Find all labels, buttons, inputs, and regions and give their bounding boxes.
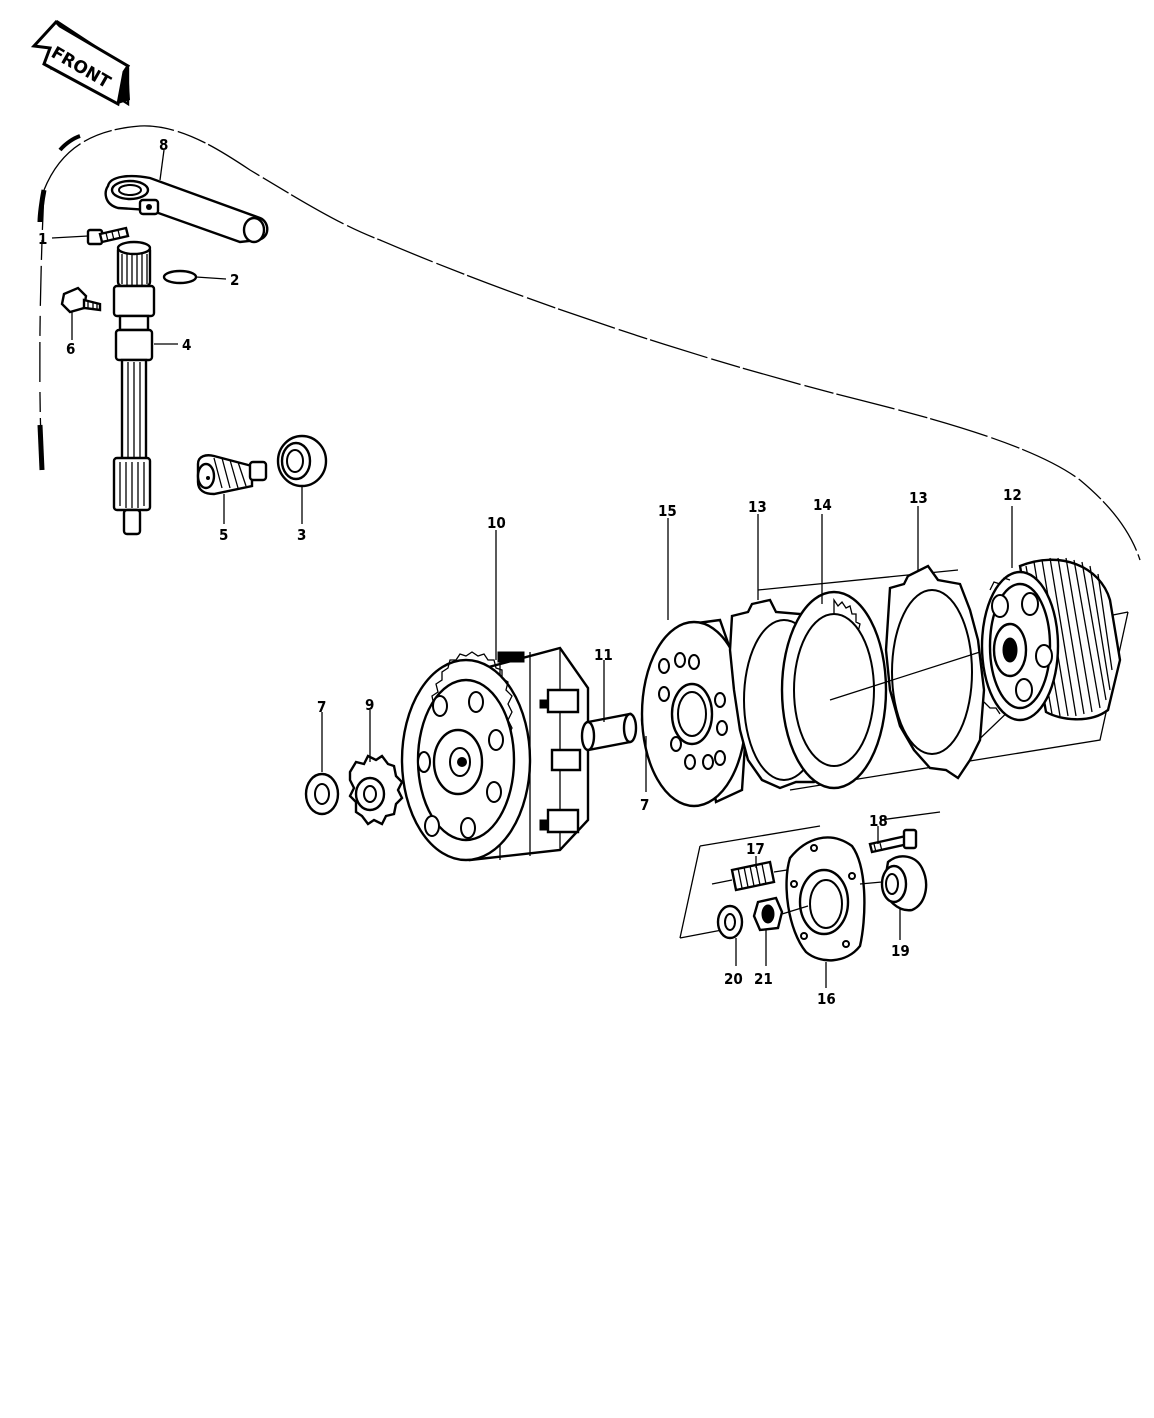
callout-6: 6: [66, 340, 75, 358]
callout-13-left: 13: [748, 498, 767, 516]
adjusting-screw: [60, 286, 102, 314]
clutch-plates: [728, 564, 1129, 791]
callout-19: 19: [891, 942, 910, 960]
callout-1: 1: [38, 230, 47, 248]
callouts: 1 2 3 4 5 6 7 7 8 9 10 11 12 13 13 14 15…: [38, 136, 1022, 1008]
crankcase-outline: [43, 125, 1141, 561]
primary-gear: [348, 754, 404, 826]
outline-shade-2: [37, 424, 45, 471]
callout-18: 18: [869, 812, 888, 830]
release-bearing: [859, 855, 928, 912]
bearing: [276, 434, 328, 488]
callout-5: 5: [219, 526, 228, 544]
release-lever: [104, 174, 269, 244]
worm-gear: [196, 454, 268, 496]
washer-20-hole: [724, 913, 736, 931]
housing-sleeve: [580, 712, 638, 752]
callout-17: 17: [746, 840, 765, 858]
callout-13-right: 13: [909, 489, 928, 507]
clutch-hub: [980, 557, 1122, 722]
outline-shade-3: [58, 134, 81, 152]
lever-bolt: [86, 226, 130, 246]
callout-8: 8: [159, 136, 168, 154]
leader-lines: [51, 149, 1013, 988]
callout-12: 12: [1003, 486, 1022, 504]
washer-7-left-hole: [314, 783, 330, 805]
callout-14: 14: [813, 496, 832, 514]
front-arrow: FRONT: [30, 19, 131, 107]
clutch-spring: [711, 860, 801, 892]
callout-7-left: 7: [317, 698, 326, 716]
callout-16: 16: [817, 990, 836, 1008]
spring-plate: [785, 836, 866, 962]
callout-20: 20: [724, 970, 743, 988]
callout-3: 3: [297, 526, 306, 544]
release-shaft: [112, 240, 156, 536]
subassembly-bracket: [679, 811, 941, 939]
o-ring: [162, 269, 198, 285]
callout-4: 4: [182, 336, 191, 354]
callout-11: 11: [594, 646, 613, 664]
callout-15: 15: [658, 502, 677, 520]
hub-nut: [752, 896, 809, 932]
clutch-housing: [400, 646, 590, 862]
spring-bolt: [868, 828, 918, 854]
callout-9: 9: [365, 696, 374, 714]
callout-10: 10: [487, 514, 506, 532]
callout-21: 21: [754, 970, 773, 988]
callout-7-right: 7: [640, 796, 649, 814]
outline-shade-1: [37, 189, 47, 223]
callout-2: 2: [230, 271, 239, 289]
